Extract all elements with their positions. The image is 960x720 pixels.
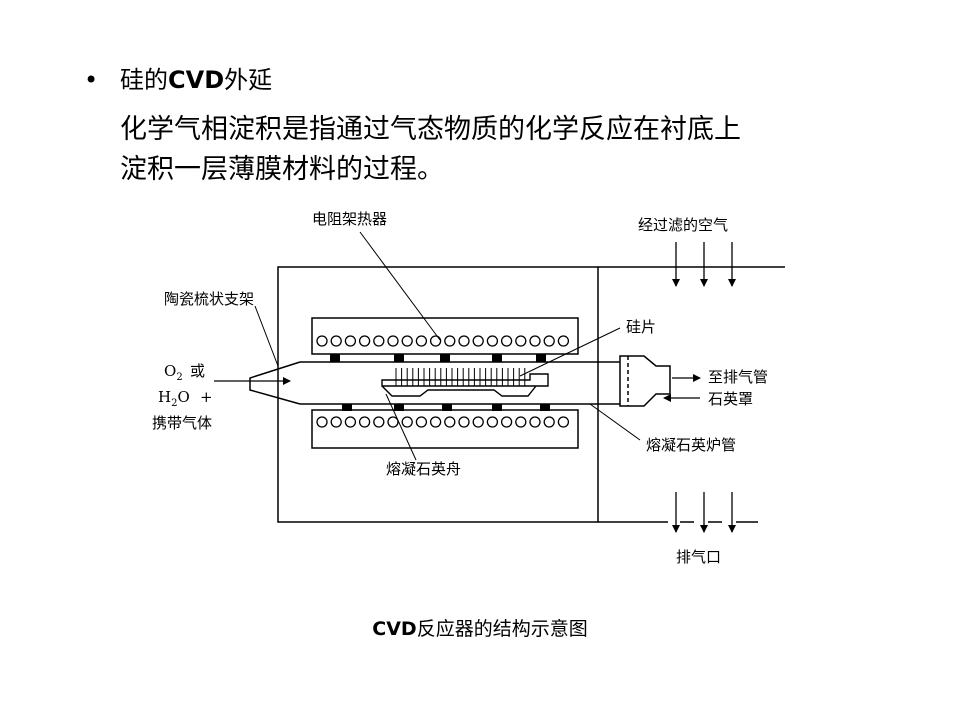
heater-coil: [429, 416, 442, 428]
heater-coil: [429, 335, 442, 347]
quartz-hood: [619, 355, 671, 407]
label-quartz-boat: 熔凝石英舟: [386, 460, 461, 478]
heater-coil: [529, 335, 541, 347]
heater-coil: [444, 335, 456, 347]
caption-rest: 反应器的结构示意图: [416, 618, 588, 640]
heater-coil: [387, 416, 399, 428]
heater-coil: [344, 335, 357, 347]
top-heater-coils: [311, 317, 579, 355]
label-quartz-tube: 熔凝石英炉管: [646, 436, 736, 454]
label-wafer: 硅片: [626, 318, 656, 336]
filtered-air-arrows: [672, 242, 736, 287]
heater-coil: [415, 335, 428, 347]
bullet-heading: • 硅的CVD外延: [84, 60, 272, 95]
heater-coil: [486, 416, 499, 428]
label-o2-or: 或: [190, 362, 205, 380]
silicon-wafers: [395, 368, 526, 386]
heater-coil: [472, 416, 484, 428]
heater-coil: [557, 335, 570, 347]
label-ceramic-holder: 陶瓷梳状支架: [164, 290, 254, 308]
heater-coil: [415, 416, 428, 428]
heater-coil: [344, 416, 357, 428]
heater-coil: [543, 335, 555, 347]
heater-coil: [330, 335, 342, 347]
definition-line-2: 淀积一层薄膜材料的过程。: [120, 154, 444, 185]
leader-lines: [254, 231, 641, 461]
quartz-boat: [381, 373, 549, 397]
definition-text: 化学气相淀积是指通过气态物质的化学反应在衬底上 淀积一层薄膜材料的过程。: [120, 110, 880, 190]
label-gas-inlet: O2 或 H2O + 携带气体: [152, 362, 213, 432]
heater-coil: [387, 335, 399, 347]
bullet-dot: •: [84, 66, 99, 94]
heater-coil: [500, 416, 513, 428]
heater-coil: [358, 335, 371, 347]
figure-caption: CVD反应器的结构示意图: [0, 614, 960, 641]
label-exhaust-port: 排气口: [676, 548, 721, 566]
quartz-furnace-tube: [249, 361, 620, 405]
heater-coil: [543, 416, 555, 428]
heading-suffix: 外延: [224, 66, 273, 94]
furnace-enclosure: [277, 266, 785, 523]
heater-coil: [458, 335, 470, 347]
label-to-exhaust-pipe: 至排气管: [708, 368, 768, 386]
heater-coil: [500, 335, 513, 347]
heater-coil: [515, 335, 527, 347]
heading-prefix: 硅的: [120, 66, 168, 94]
heater-coil: [444, 416, 456, 428]
heater-coil: [515, 416, 527, 428]
heater-coil: [486, 335, 499, 347]
svg-text:H2O: H2O: [158, 388, 190, 409]
svg-text:O2: O2: [164, 362, 183, 383]
caption-bold: CVD: [372, 618, 417, 640]
label-heater: 电阻架热器: [312, 210, 387, 228]
bottom-heater-coils: [311, 409, 579, 449]
heater-coil: [401, 335, 413, 347]
heater-coil: [316, 416, 328, 428]
definition-line-1: 化学气相淀积是指通过气态物质的化学反应在衬底上: [120, 114, 741, 145]
heater-coil: [316, 335, 328, 347]
heading-bold: CVD: [168, 66, 225, 94]
heater-coil: [373, 335, 385, 347]
heater-supports: [330, 354, 550, 411]
heater-coil: [358, 416, 371, 428]
heater-coil: [472, 335, 484, 347]
label-quartz-hood: 石英罩: [708, 390, 753, 408]
heater-coil: [458, 416, 470, 428]
label-carrier-gas: 携带气体: [152, 414, 212, 432]
heater-coil: [373, 416, 385, 428]
label-filtered-air: 经过滤的空气: [638, 216, 728, 234]
heater-coil: [557, 416, 570, 428]
heater-coil: [529, 416, 541, 428]
label-h2o-plus: +: [200, 388, 213, 406]
heater-coil: [401, 416, 413, 428]
exhaust-arrows: [672, 492, 736, 533]
heater-coil: [330, 416, 342, 428]
